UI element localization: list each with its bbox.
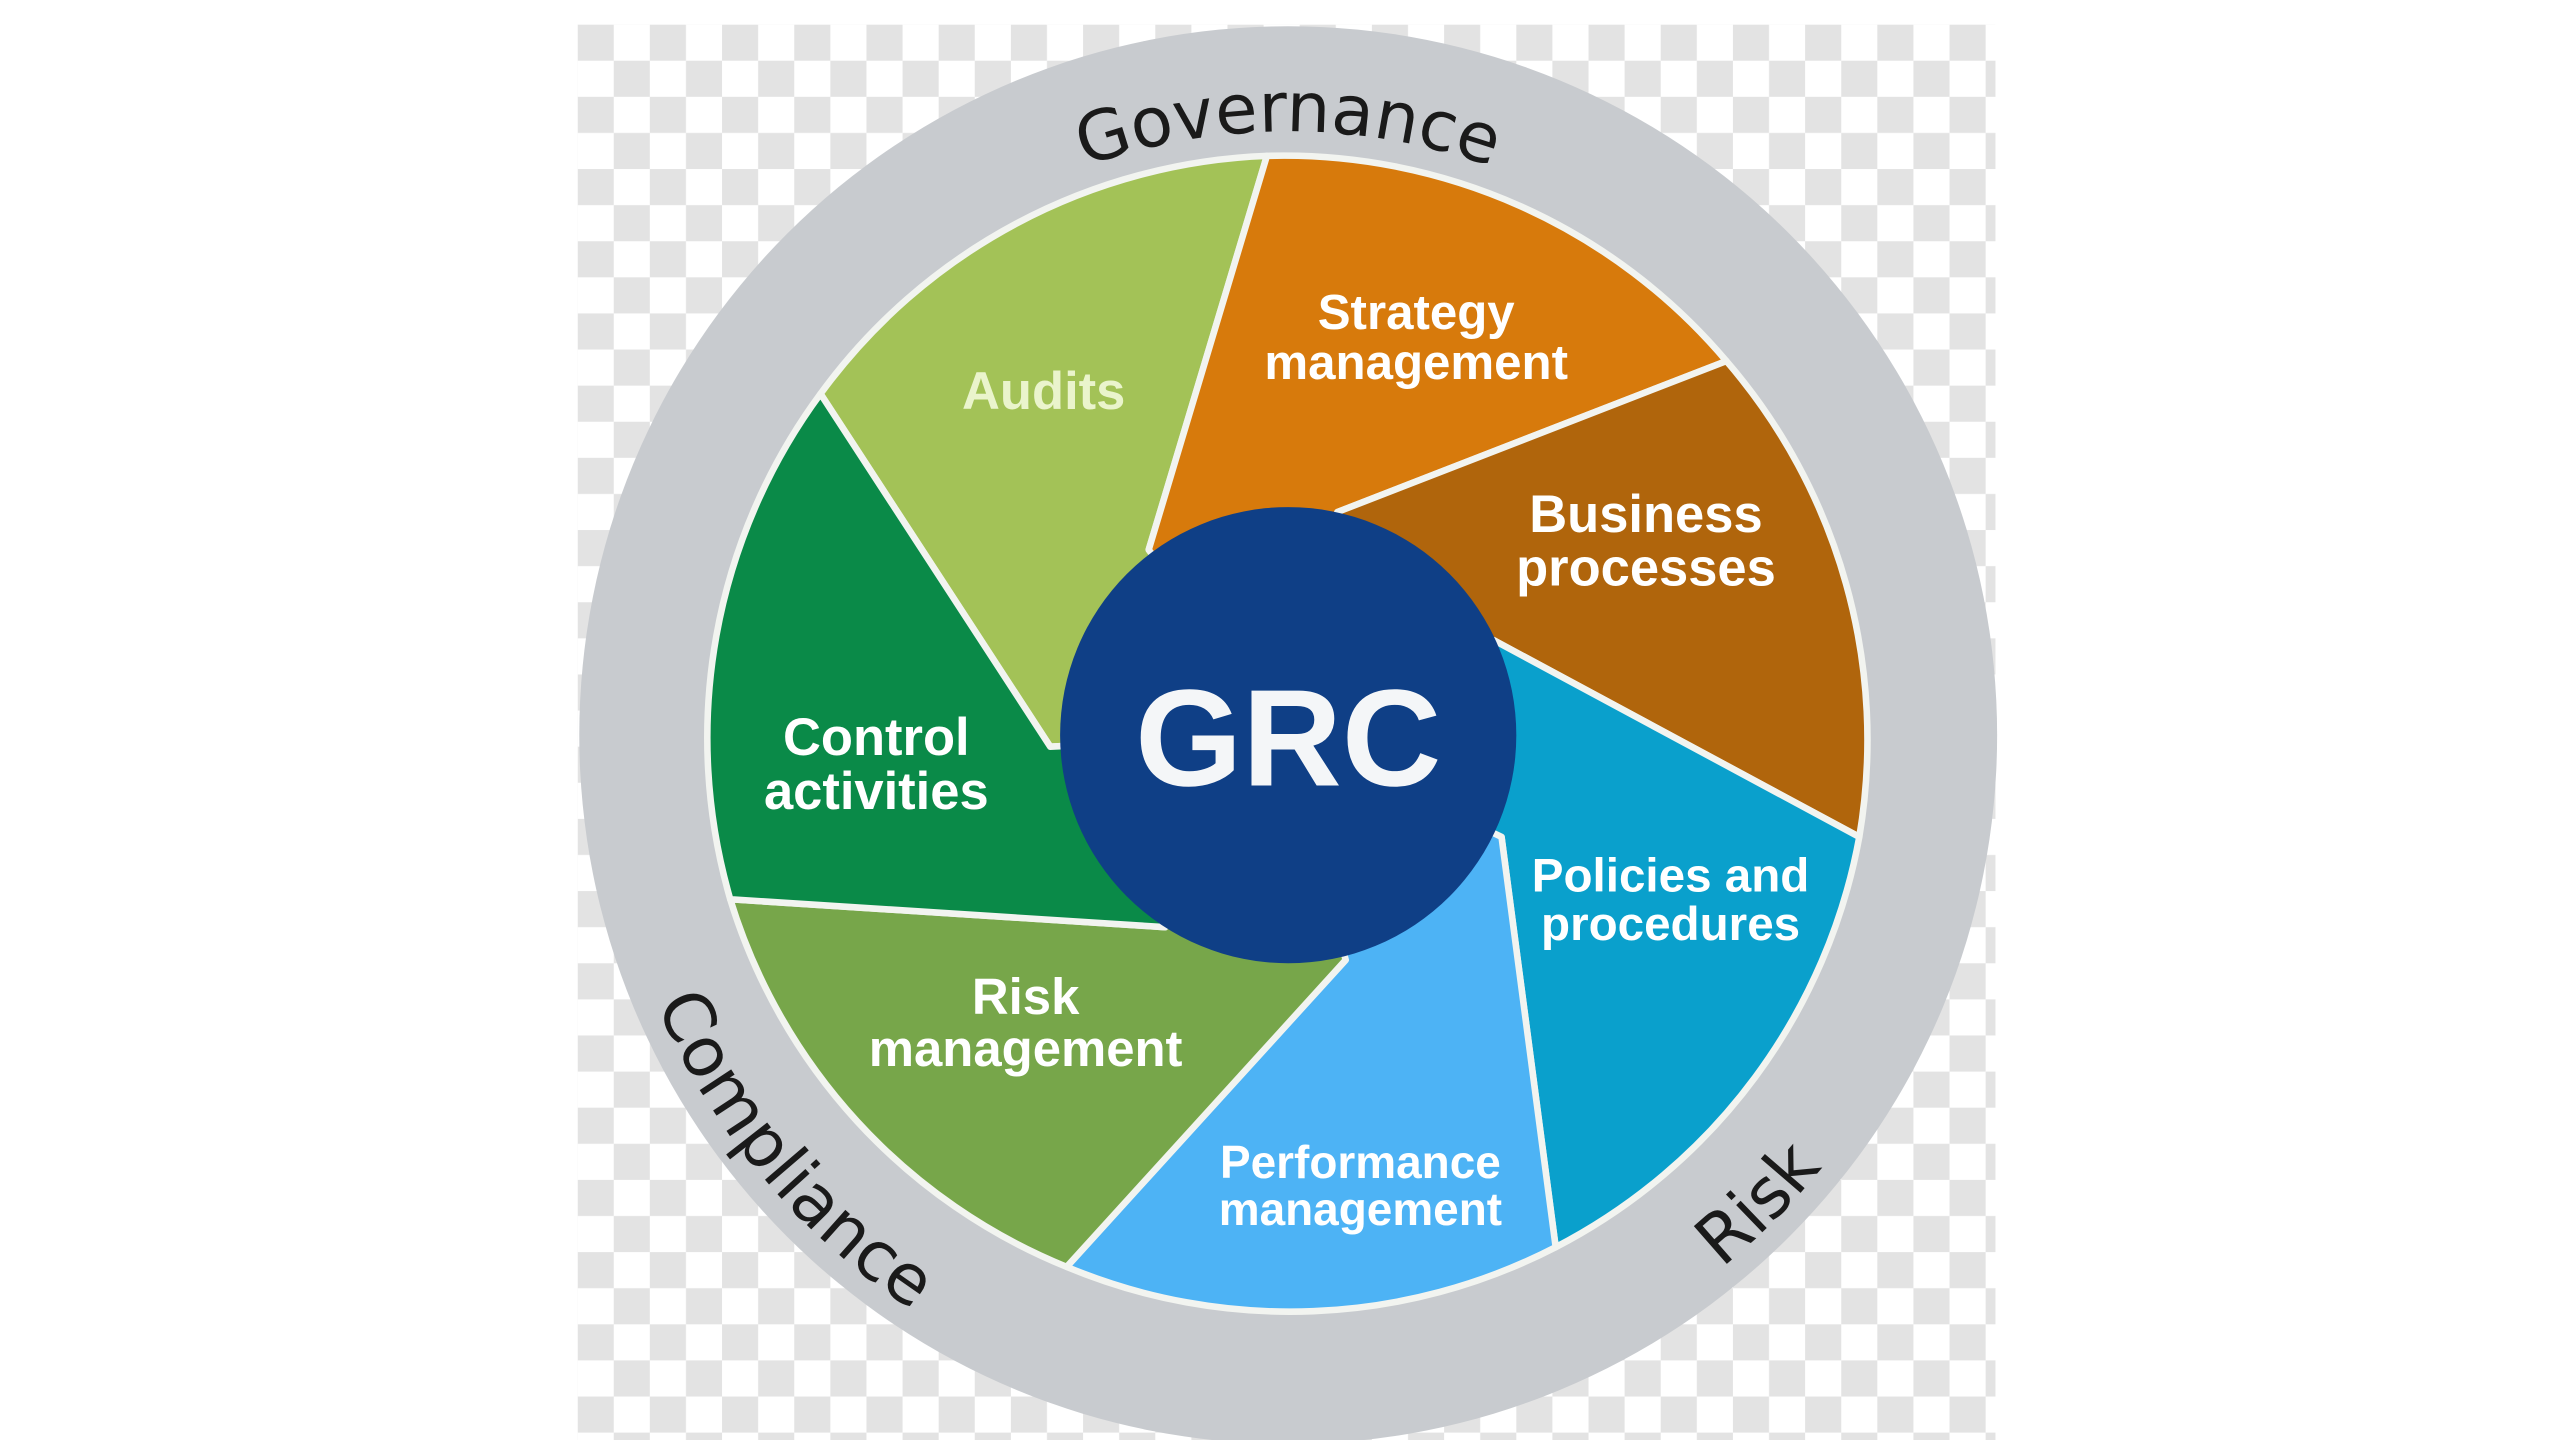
- segment-label-line: Policies and: [1532, 849, 1810, 902]
- segment-label-line: management: [1219, 1183, 1502, 1235]
- segment-risk-management: [726, 731, 1349, 1271]
- segment-label-line: management: [1264, 335, 1568, 390]
- segment-label-line: processes: [1516, 539, 1776, 598]
- segment-label-audits: Audits: [962, 362, 1125, 421]
- segment-label-line: Strategy: [1318, 285, 1516, 340]
- segment-label-line: Control: [783, 708, 970, 767]
- center-label: GRC: [1135, 661, 1441, 815]
- segment-label-line: Business: [1529, 485, 1762, 544]
- segment-label-line: procedures: [1541, 898, 1800, 951]
- segment-business-processes: [1284, 357, 1871, 841]
- segment-label-line: Performance: [1220, 1136, 1501, 1188]
- segment-label-line: management: [869, 1020, 1183, 1077]
- segment-label-line: Risk: [972, 968, 1080, 1025]
- segment-label-line: Audits: [962, 362, 1125, 421]
- segment-label-line: activities: [764, 762, 989, 821]
- center-circle: [1060, 507, 1517, 964]
